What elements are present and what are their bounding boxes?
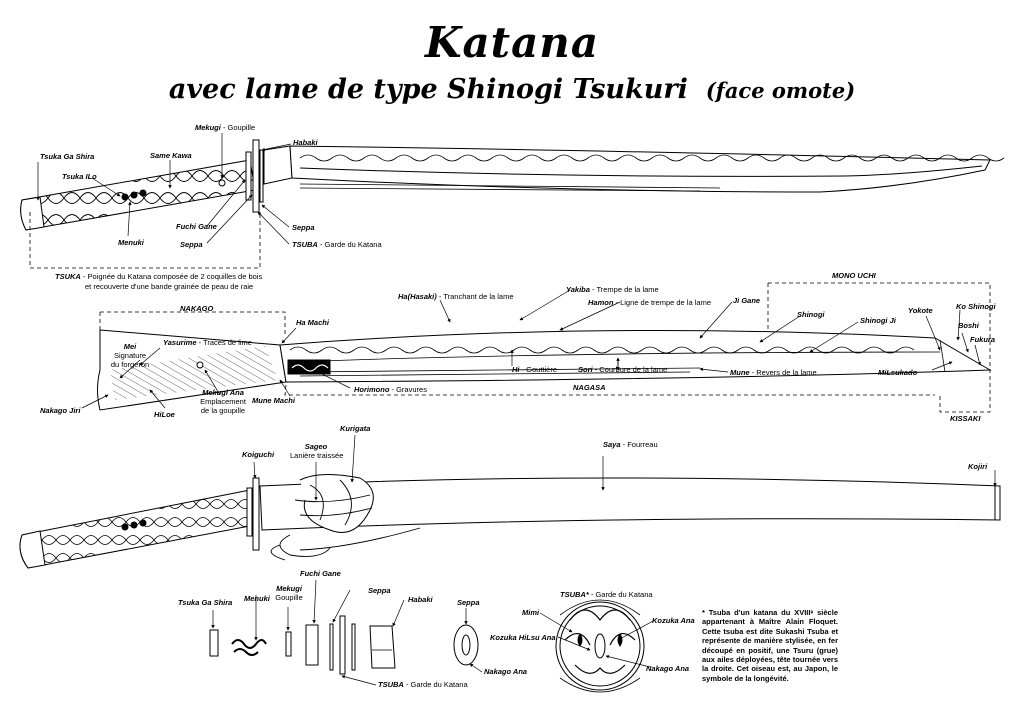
label-sori: Sori - Courbure de la lame (578, 365, 668, 374)
label-tsuba-nakago-ana: Nakago Ana (646, 664, 690, 673)
label-habaki: Habaki (293, 138, 318, 147)
label-kissaki: KISSAKI (950, 414, 981, 423)
label-hamon: Hamon - Ligne de trempe de la lame (588, 298, 711, 307)
label-tsuka-ga-shira: Tsuka Ga Shira (40, 152, 95, 161)
label-mimi: Mimi (522, 608, 540, 617)
label-shinogi: Shinogi (797, 310, 825, 319)
label-part-tsuba: TSUBA - Garde du Katana (378, 680, 468, 689)
label-part-seppa-front: Seppa (457, 598, 480, 607)
tsuba-icon (252, 139, 260, 213)
label-shinogi-ji: Shinogi Ji (860, 316, 896, 325)
label-mono-uchi: MONO UCHI (832, 271, 876, 280)
menuki-icon (121, 189, 147, 201)
label-kurigata: Kurigata (340, 424, 371, 433)
label-ko-shinogi: Ko Shinogi (956, 302, 996, 311)
label-kozuka-hitsu-ana: Kozuka HiLsu Ana (490, 633, 556, 642)
label-nagasa: NAGASA (573, 383, 606, 392)
horimono-icon (287, 359, 331, 375)
label-part-habaki: Habaki (408, 595, 433, 604)
label-hahasaki: Ha(Hasaki) - Tranchant de la lame (398, 292, 514, 301)
label-same-kawa: Same Kawa (150, 151, 192, 160)
label-tsuka-ito: Tsuka ILo (62, 172, 97, 181)
tsuba-front-icon (555, 599, 645, 693)
label-mune-machi: Mune Machi (252, 396, 295, 405)
label-part-fuchi-gane: Fuchi Gane (300, 569, 341, 578)
label-saya: Saya - Fourreau (603, 440, 658, 449)
label-seppa-right: Seppa (292, 223, 315, 232)
label-nakago-jiri: Nakago Jiri (40, 406, 81, 415)
label-tsuba-detail: TSUBA* - Garde du Katana (560, 590, 653, 599)
mekugi-icon (218, 179, 226, 187)
label-nakago: NAKAGO (180, 304, 214, 313)
page-subtitle: avec lame de type Shinogi Tsukuri (face o… (0, 74, 1024, 105)
label-part-menuki: Menuki (244, 594, 270, 603)
tsuba-part (339, 615, 346, 675)
parts-row (209, 599, 645, 693)
label-hitoe: HiLoe (154, 410, 175, 419)
label-mune: Mune - Revers de la lame (730, 368, 817, 377)
label-tsuka: TSUKA - Poignée du Katana composée de 2 … (55, 272, 263, 281)
subtitle-suffix: (face omote) (705, 78, 856, 103)
label-kozuka-ana: Kozuka Ana (652, 616, 695, 625)
label-yasurime: Yasurime - Traces de lime (163, 338, 252, 347)
label-ji-gane: Ji Gane (733, 296, 761, 305)
label-part-tsuka-ga-shira: Tsuka Ga Shira (178, 598, 233, 607)
label-koiguchi: Koiguchi (242, 450, 275, 459)
label-fuchi-gane: Fuchi Gane (176, 222, 217, 231)
label-tsuka-desc2: et recouverte d'une bande grainée de pea… (85, 282, 254, 291)
label-horimono: Horimono - Gravures (354, 385, 427, 394)
label-ha-machi: Ha Machi (296, 318, 329, 327)
label-kojiri: Kojiri (968, 462, 988, 471)
label-part-seppa: Seppa (368, 586, 391, 595)
label-seppa: Seppa (180, 240, 203, 249)
label-menuki: Menuki (118, 238, 144, 247)
label-mitsukado: MiLsukado (878, 368, 918, 377)
label-mekugi: Mekugi - Goupille (195, 123, 256, 132)
footnote: * Tsuba d'un katana du XVIIIᵉ siècle app… (702, 608, 838, 683)
label-yakiba: Yakiba - Trempe de la lame (566, 285, 659, 294)
page-title: Katana (424, 18, 600, 67)
katana-in-saya (19, 474, 1001, 569)
blade-bare (97, 282, 992, 413)
katana-assembled (20, 139, 1005, 269)
tsuka-ga-shira-part (209, 629, 219, 657)
label-boshi: Boshi (958, 321, 979, 330)
seppa-part (329, 623, 334, 671)
label-hi: Hi - Gouttière (512, 365, 558, 374)
seppa-part-front (453, 624, 479, 666)
label-fukura: Fukura (970, 335, 996, 344)
pointer-lines (36, 133, 997, 686)
habaki-part (369, 625, 396, 669)
fuchi-gane-part (305, 624, 319, 666)
subtitle-main: avec lame de type Shinogi Tsukuri (168, 74, 688, 105)
label-tsuba: TSUBA - Garde du Katana (292, 240, 382, 249)
label-part-nakago-ana: Nakago Ana (484, 667, 528, 676)
menuki-part (231, 639, 267, 649)
label-yokote: Yokote (908, 306, 933, 315)
mekugi-part (285, 631, 292, 657)
